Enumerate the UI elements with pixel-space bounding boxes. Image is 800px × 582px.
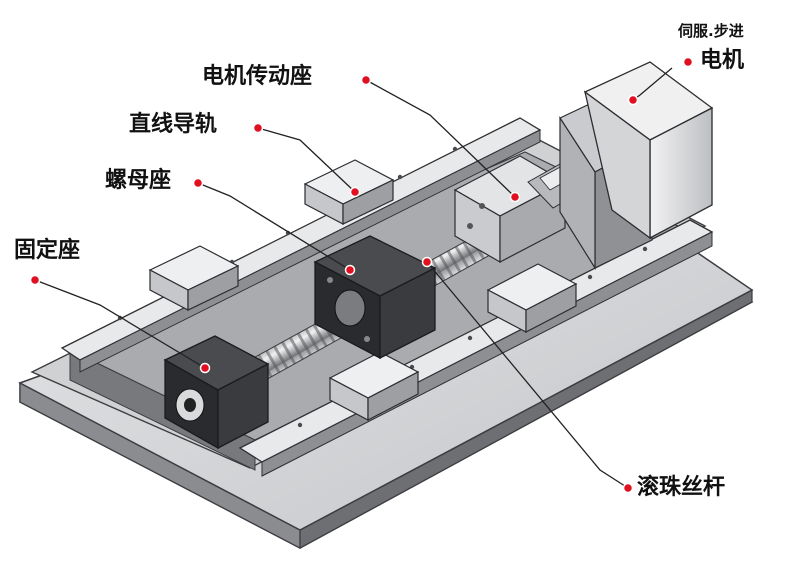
carriage-front-left (328, 351, 420, 421)
marker-linear-guide (252, 122, 264, 134)
marker-nut-seat (192, 177, 204, 189)
marker-motor-body (627, 94, 639, 106)
label-motor-mount: 电机传动座 (202, 64, 313, 89)
marker-nut-block (344, 264, 356, 276)
label-motor-type: 伺服.步进 (678, 22, 744, 40)
label-motor: 电机 (700, 48, 745, 73)
marker-carriage (349, 186, 361, 198)
marker-fixed-block (199, 362, 211, 374)
carriage-back-left (148, 245, 240, 311)
motor-body (583, 61, 714, 240)
carriage-front-right (486, 263, 578, 333)
carriage-back-right (303, 159, 395, 225)
label-ball-screw: 滚珠丝杆 (637, 475, 726, 500)
marker-motor-mount (360, 74, 372, 86)
marker-screw-body (421, 256, 433, 268)
nut-seat-block (313, 235, 437, 360)
marker-mount-block (509, 191, 521, 203)
fixed-seat-block (163, 335, 270, 450)
label-linear-guide: 直线导轨 (129, 112, 218, 137)
marker-motor (682, 56, 694, 68)
label-fixed-seat: 固定座 (14, 238, 81, 263)
marker-fixed-seat (29, 274, 41, 286)
label-nut-seat: 螺母座 (105, 168, 172, 193)
marker-ball-screw (622, 482, 634, 494)
